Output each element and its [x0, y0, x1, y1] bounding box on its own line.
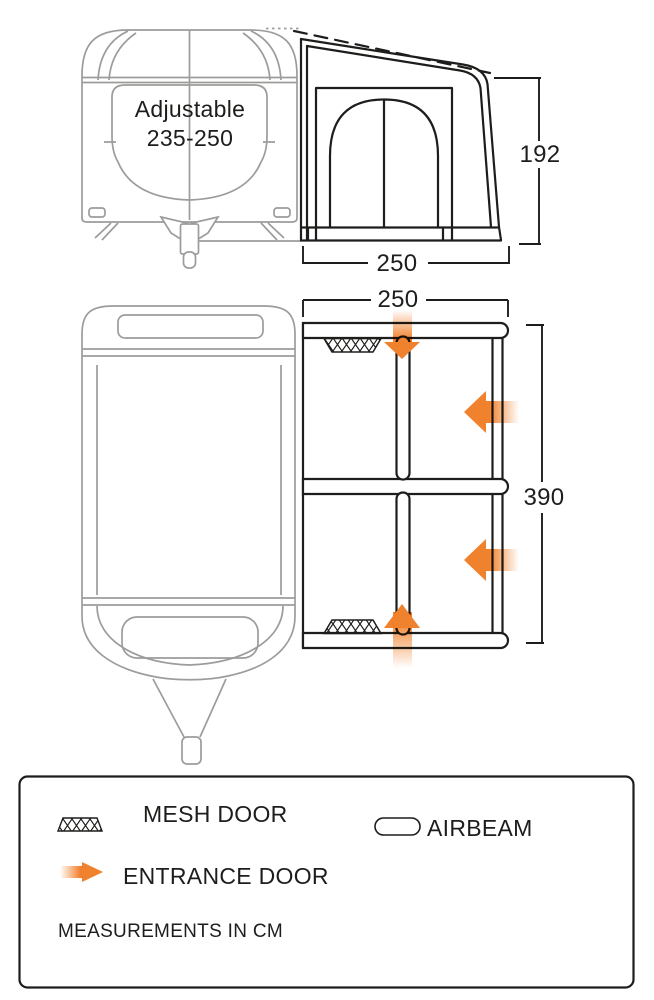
entrance-arrow-side-upper-tail: [484, 401, 519, 423]
airbeam-middle: [301, 477, 510, 496]
dimension-height: [494, 77, 541, 245]
side-view: Adjustable 235-250 192 250: [81, 27, 561, 277]
caravan-adjustable-label: Adjustable: [135, 96, 245, 122]
legend-border: [18, 775, 635, 989]
awning-door-frame: [314, 86, 454, 229]
awning-side-profile: [292, 29, 503, 242]
caravan-body-outline: [81, 29, 298, 223]
mesh-door-icon: [56, 817, 104, 832]
legend-mesh-door-label: MESH DOOR: [143, 801, 288, 827]
dimension-length-value: 390: [524, 484, 565, 511]
awning-floor-plan: [301, 321, 510, 650]
caravan-top-view: [81, 305, 296, 765]
dimension-width: [302, 299, 509, 317]
entrance-door-icon: [82, 862, 103, 882]
entrance-arrow-top-icon: [384, 342, 420, 359]
caravan-front-panel: [111, 84, 268, 201]
mesh-door-bottom: [322, 619, 383, 635]
legend-box: MESH DOOR AIRBEAM ENTRANCE DOOR MEASUREM…: [18, 775, 635, 989]
mesh-door-top: [322, 337, 383, 353]
dimension-depth: [302, 246, 510, 264]
legend-airbeam-label: AIRBEAM: [427, 815, 533, 841]
entrance-arrow-top-tail: [393, 310, 412, 343]
hitch-a-frame: [152, 678, 227, 738]
entrance-door-arrows: [384, 310, 519, 668]
caravan-adjustable-range: 235-250: [147, 125, 234, 151]
floor-plan: 250 390: [81, 286, 565, 765]
dimension-height-value: 192: [520, 141, 561, 168]
dimension-depth-value: 250: [377, 250, 418, 277]
entrance-arrow-side-upper-icon: [464, 391, 486, 433]
caravan-top-outline: [81, 305, 296, 681]
legend-entrance-door-label: ENTRANCE DOOR: [123, 863, 329, 889]
entrance-arrow-bottom-icon: [384, 604, 420, 628]
entrance-door-icon-tail: [60, 866, 84, 878]
dimension-width-value: 250: [378, 286, 419, 313]
caravan-front-view: [81, 27, 302, 269]
entrance-arrow-side-lower-tail: [484, 549, 519, 571]
airbeam-icon: [374, 817, 421, 836]
measurements-note: MEASUREMENTS IN CM: [58, 921, 283, 942]
entrance-arrow-side-lower-icon: [464, 539, 486, 581]
awning-door-arch: [328, 98, 440, 229]
dimension-length: [526, 324, 544, 644]
